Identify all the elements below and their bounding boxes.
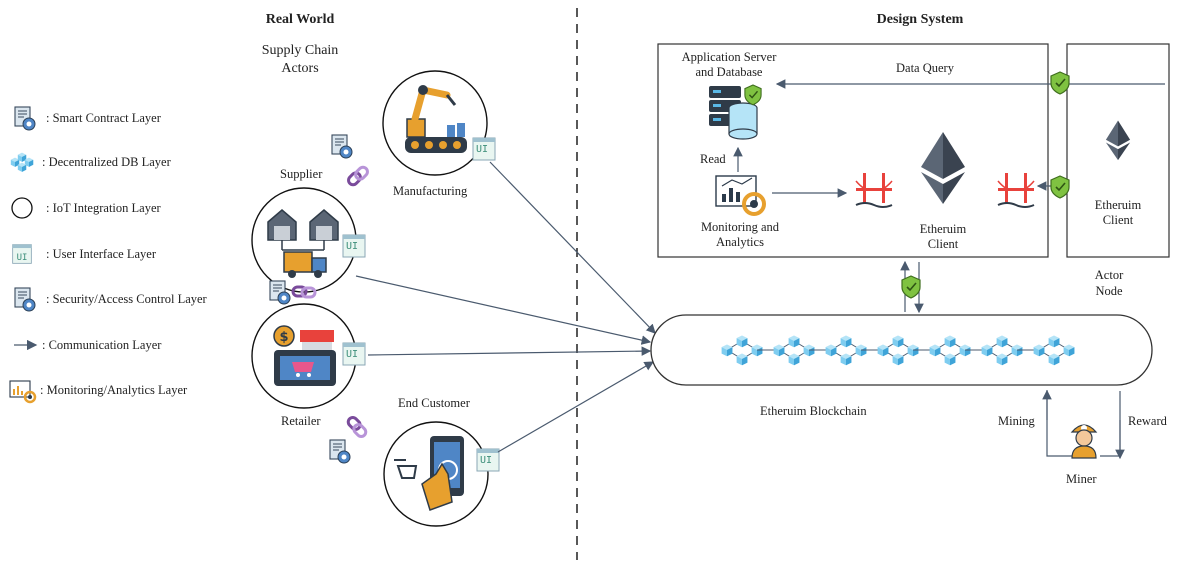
read-label: Read [700,152,726,166]
manufacturing-ui-text: UI [476,144,489,155]
blockchain-blocks [721,335,1075,366]
chain-link-icon [344,414,370,440]
warehouse-truck-icon [267,209,339,278]
svg-text:UI: UI [17,253,28,263]
mobile-shopping-icon [394,436,464,511]
legend-label-security: : Security/Access Control Layer [46,292,207,306]
retailer-label: Retailer [281,414,321,428]
database-server-icon [709,84,762,140]
reward-label: Reward [1128,414,1167,428]
end-customer-label: End Customer [398,396,470,410]
mining-line [1046,390,1072,457]
actor-client-label-line1: Etheruim [1094,198,1142,212]
app-server-label-line1: Application Server [681,50,777,64]
bridge-icon [997,172,1035,208]
supplier-label: Supplier [280,167,323,181]
data-query-label: Data Query [896,61,954,75]
actor-ethereum-icon [1105,120,1131,161]
legend-label-decentralized-db: : Decentralized DB Layer [42,155,171,169]
eth-client-label-line1: Etheruim [919,222,967,236]
monitoring-label-line2: Analytics [716,235,764,249]
svg-text:$: $ [279,330,288,345]
data-query-shield-icon [1050,71,1070,95]
ethereum-client-icon [921,132,965,204]
real-world-title: Real World [265,12,335,27]
smart-contract-icon [329,439,351,464]
blockchain-label: Etheruim Blockchain [760,404,867,418]
monitoring-label-line1: Monitoring and [700,220,780,234]
miner-label: Miner [1066,472,1097,486]
legend-ui-icon: UI [12,244,32,264]
mining-label: Mining [998,414,1035,428]
actor-node-label-line2: Node [1095,284,1123,298]
actor-node-shield-icon [1050,175,1070,199]
legend-iot-circle-icon [11,197,33,219]
legend-decentralized-db-icon [10,152,34,172]
retailer-comm-arrow [367,346,652,356]
legend-smart-contract-icon [14,106,36,131]
legend-label-analytics: : Monitoring/Analytics Layer [40,383,188,397]
manufacturing-circle [382,70,488,176]
design-system-title: Design System [876,12,964,27]
eth-client-label-line2: Client [927,237,959,251]
legend-analytics-icon [9,380,37,404]
chain-link-icon [345,163,371,189]
supply-chain-label: Supply Chain [261,43,339,58]
supplier-ui-text: UI [346,241,359,252]
manufacturing-label: Manufacturing [393,184,468,198]
monitoring-analytics-icon [715,175,766,216]
actor-node-box [1066,43,1170,258]
actor-node-label-line1: Actor [1094,268,1124,282]
legend-label-iot: : IoT Integration Layer [46,201,161,215]
legend-security-icon [14,287,36,312]
legend-label-ui: : User Interface Layer [46,247,156,261]
actors-label: Actors [281,61,319,76]
smart-contract-icon [331,134,353,159]
legend-label-smart-contract: : Smart Contract Layer [46,111,161,125]
legend-label-communication: : Communication Layer [42,338,162,352]
manufacturing-comm-arrow [489,161,656,334]
retail-store-icon: $ [273,325,336,386]
design-system-box [657,43,1049,258]
end-customer-comm-arrow [497,361,655,453]
app-server-label-line2: and Database [695,65,763,79]
robot-arm-icon [405,85,467,153]
actor-client-label-line2: Client [1102,213,1134,227]
miner-icon [1070,424,1098,459]
end-customer-ui-text: UI [480,455,493,466]
blockchain-container [650,314,1153,386]
bridge-icon [855,172,893,208]
reward-line [1100,391,1121,457]
retailer-ui-text: UI [346,349,359,360]
supplier-comm-arrow [355,275,652,345]
